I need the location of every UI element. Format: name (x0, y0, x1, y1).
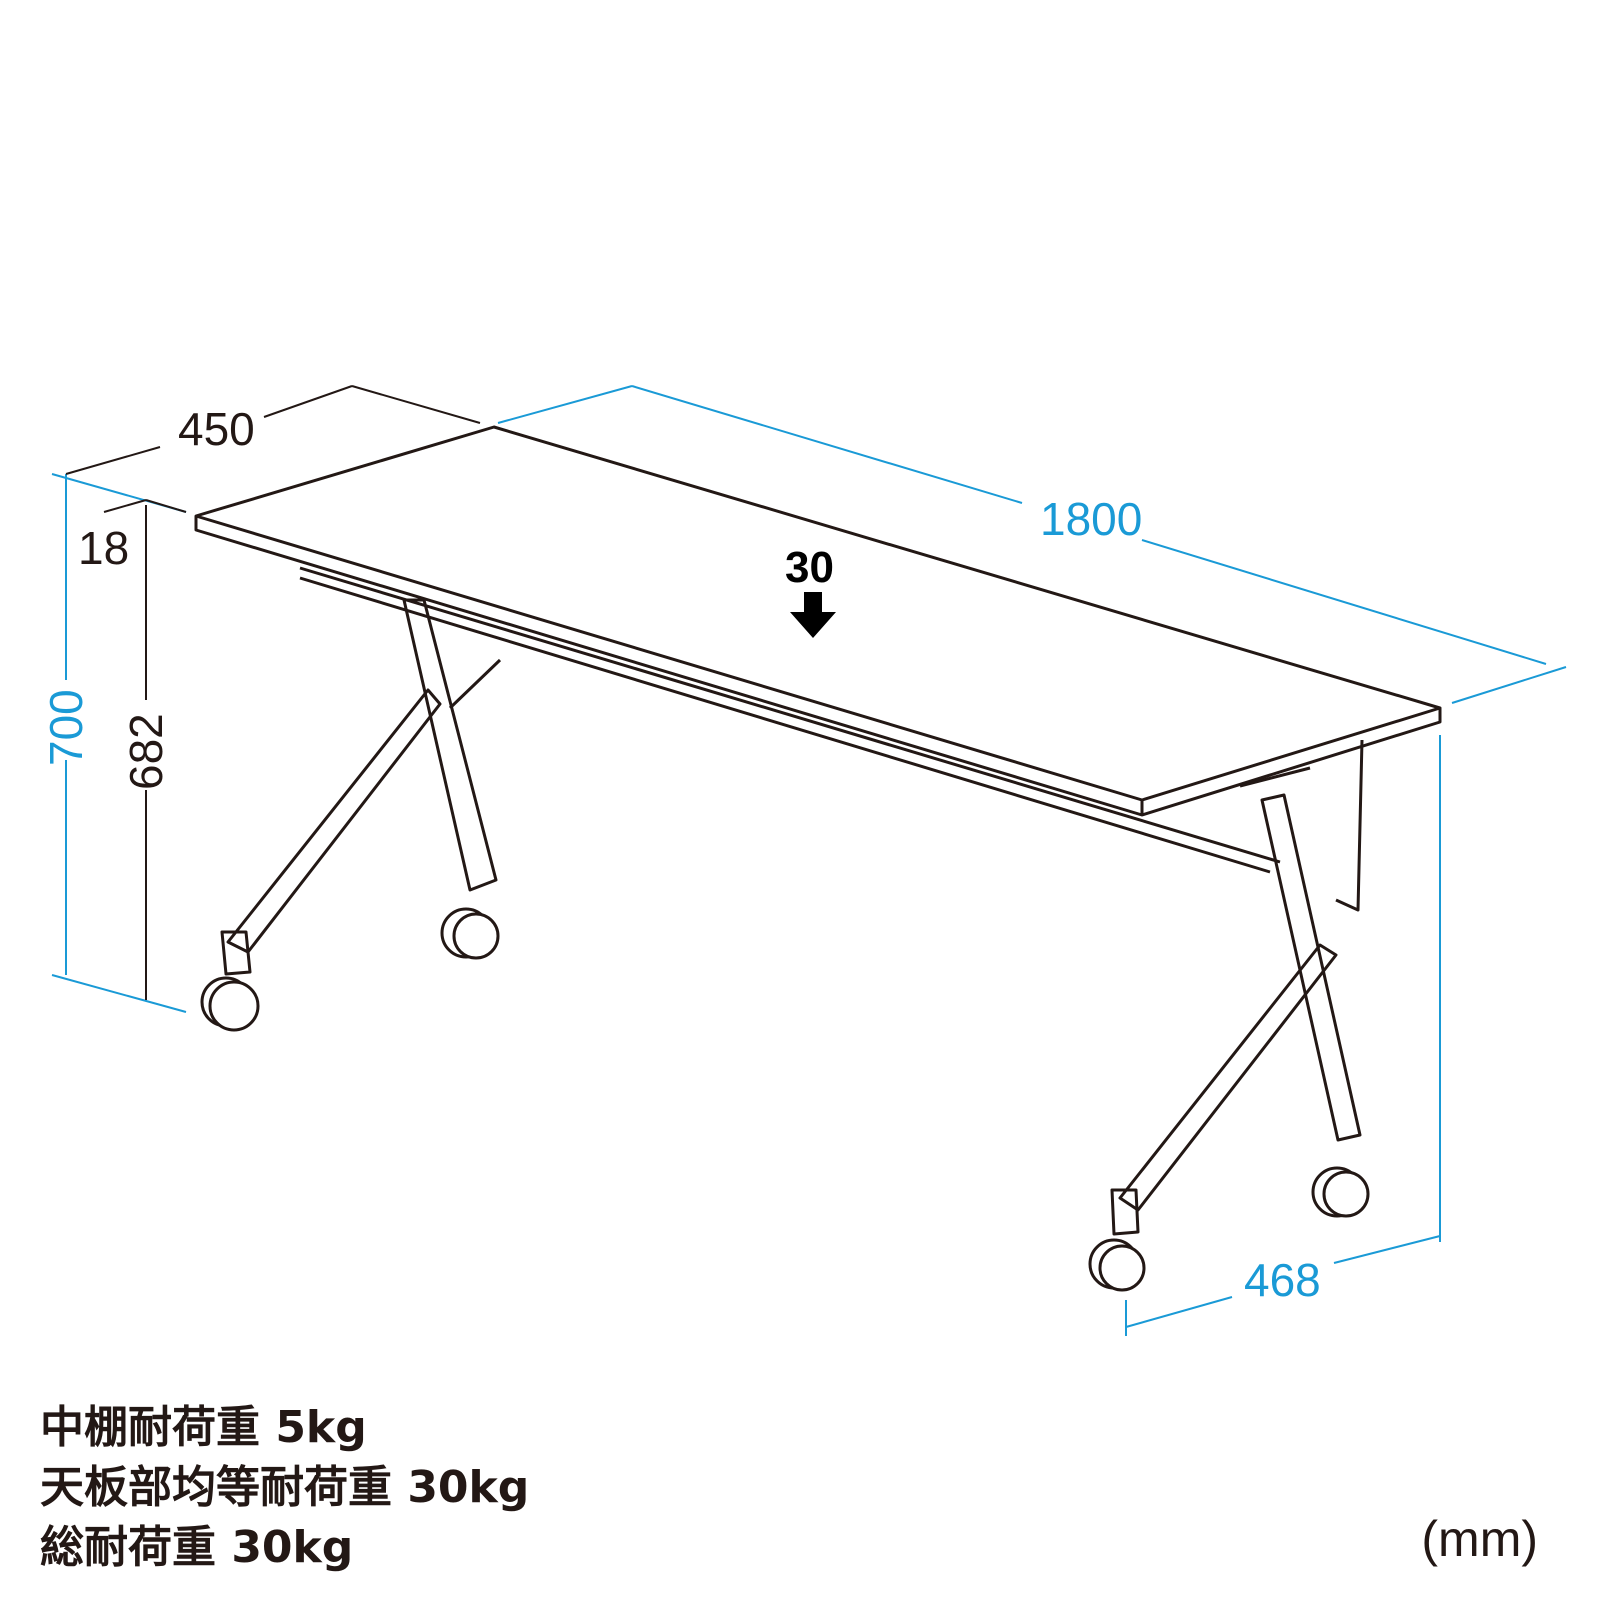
depth-top-label: 450 (178, 403, 255, 455)
load-value-label: 30 (785, 543, 834, 592)
black-dimension-lines (65, 385, 481, 1000)
top-thickness-label: 18 (78, 522, 129, 574)
leg-depth-label: 468 (1244, 1254, 1321, 1306)
spec-top-load: 天板部均等耐荷重 30kg (40, 1462, 530, 1513)
spec-total-load: 総耐荷重 30kg (40, 1522, 354, 1573)
total-height-label: 700 (40, 689, 92, 766)
spec-shelf-load: 中棚耐荷重 5kg (40, 1402, 367, 1453)
width-label: 1800 (1040, 493, 1142, 545)
down-arrow-icon (790, 592, 836, 638)
leg-height-label: 682 (120, 713, 172, 790)
blue-dimension-lines (51, 385, 1567, 1336)
unit-label: (mm) (1421, 1511, 1538, 1567)
